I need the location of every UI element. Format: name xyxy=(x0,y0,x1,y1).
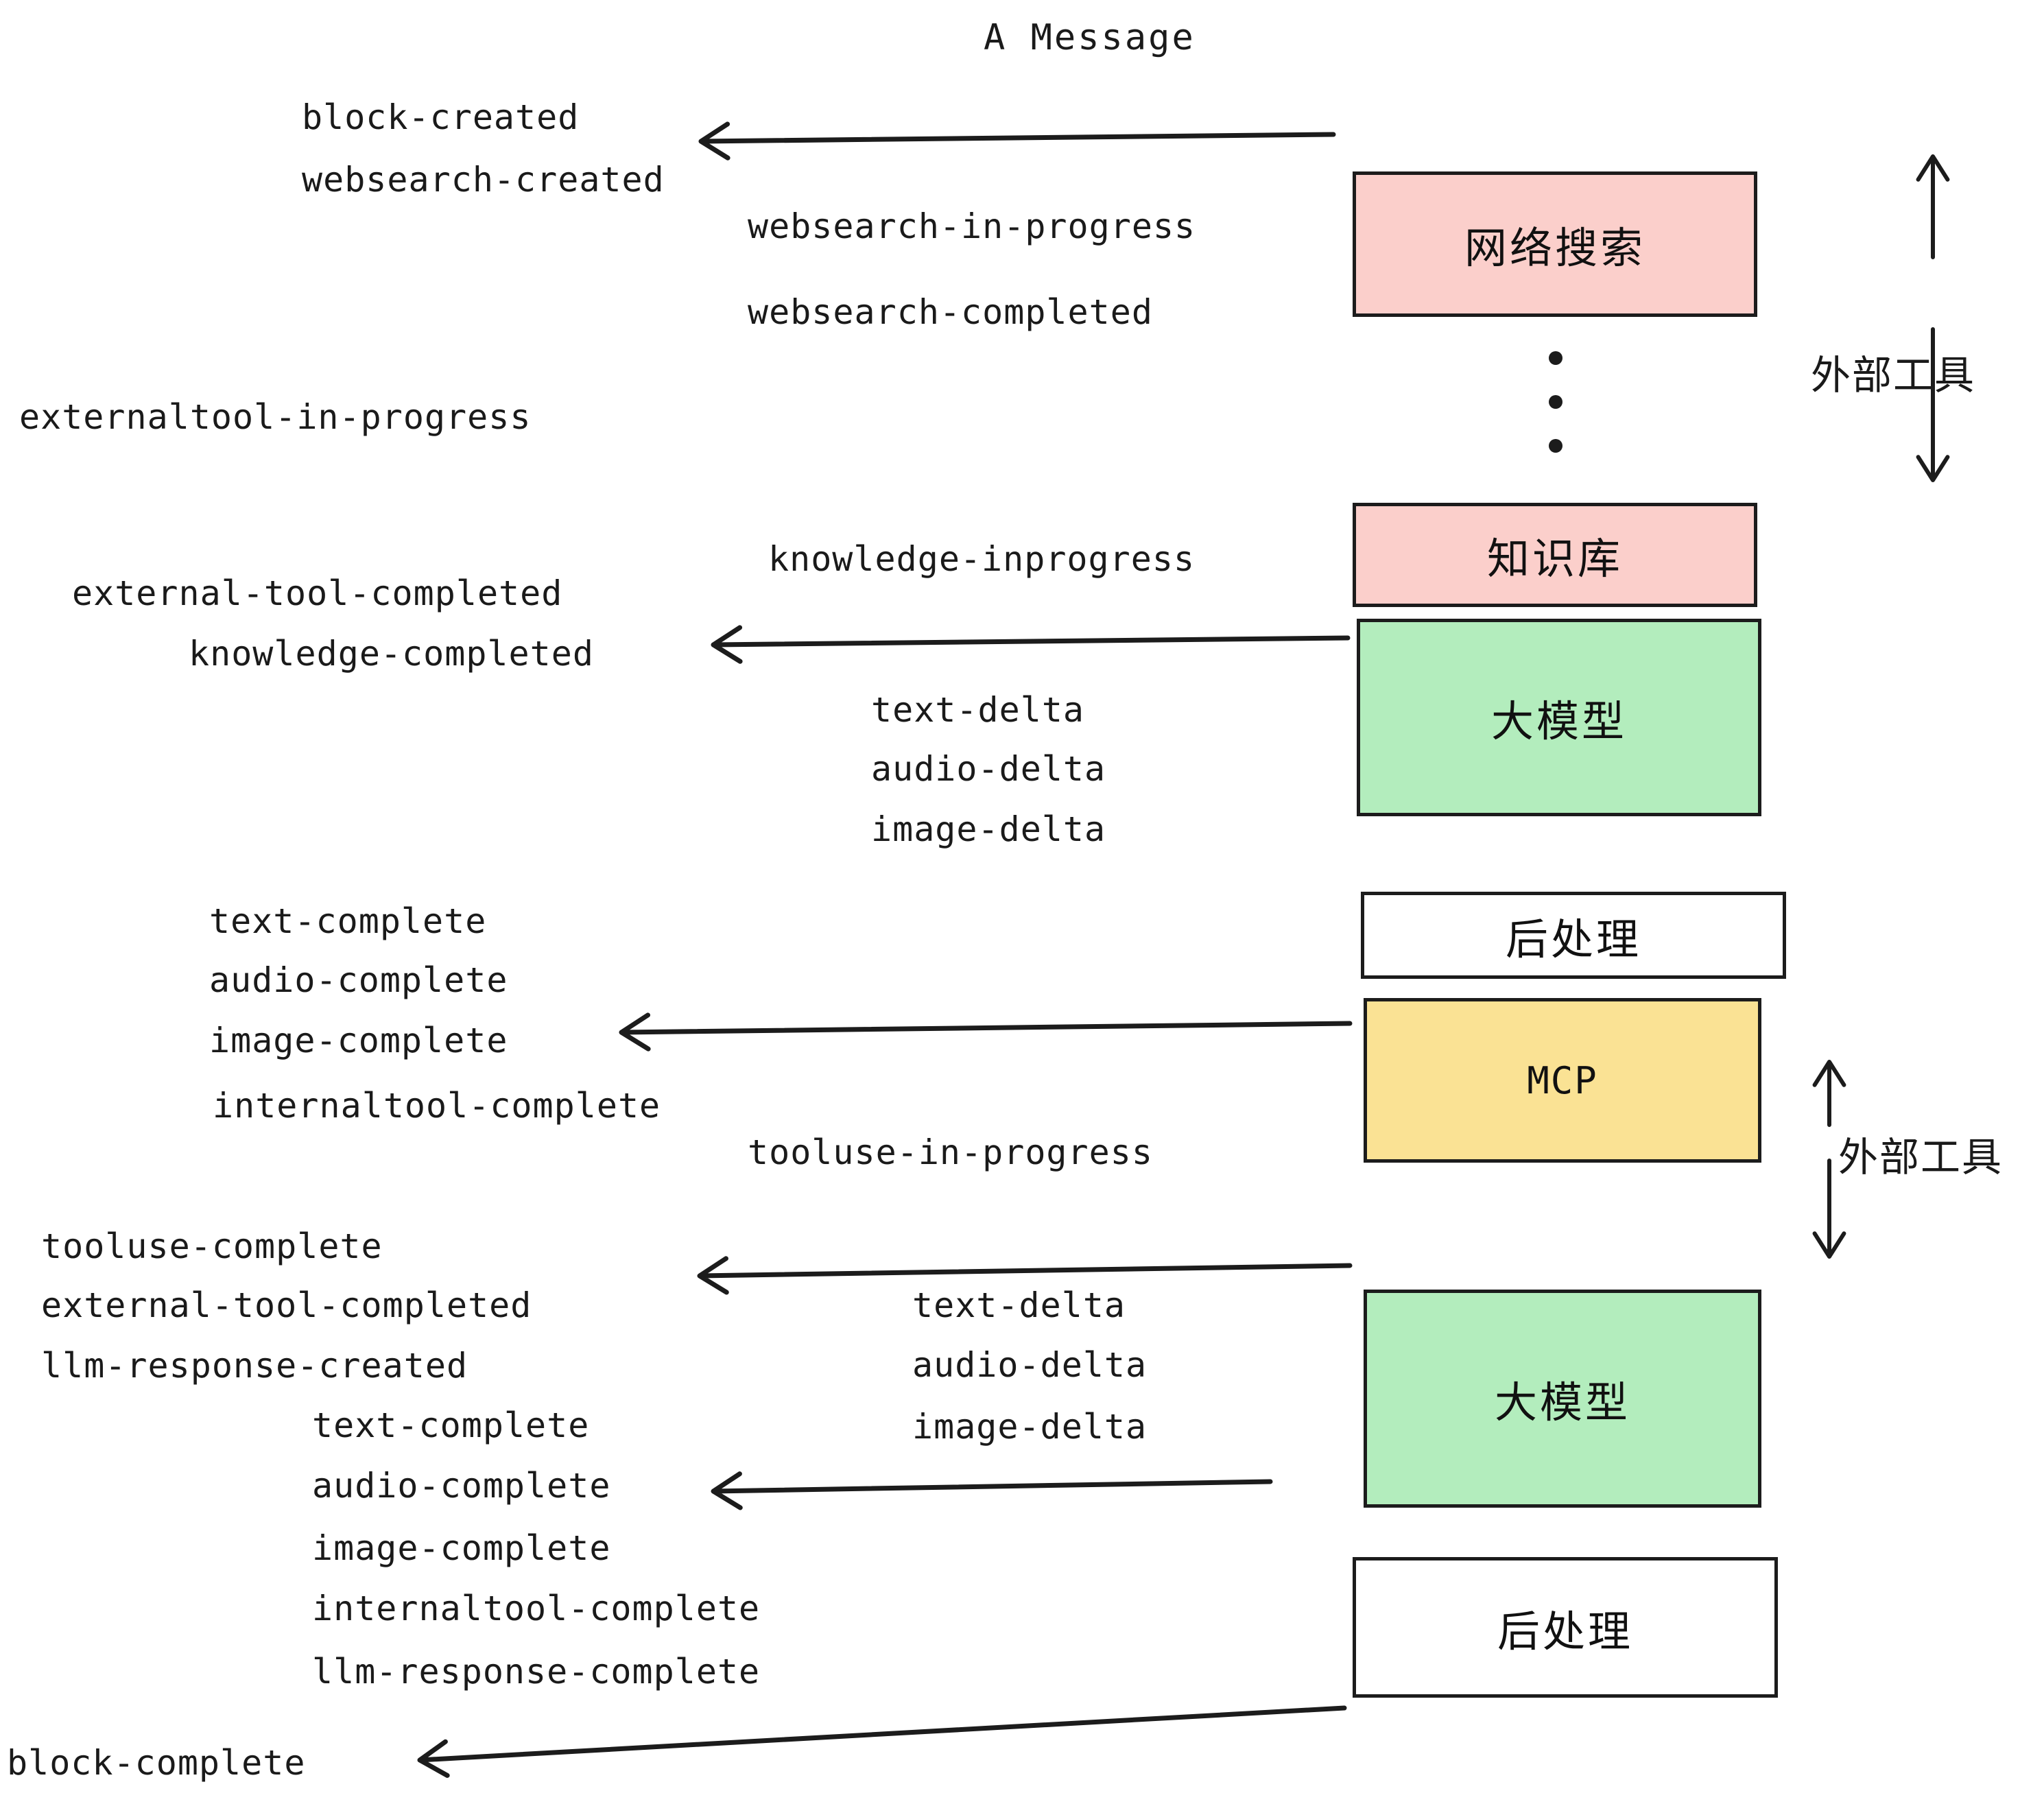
node-postprocess-1: 后处理 xyxy=(1361,892,1786,979)
event-label-external-tool-completed-2: external-tool-completed xyxy=(41,1285,532,1325)
event-label-llm-response-complete: llm-response-complete xyxy=(312,1652,761,1692)
event-label-audio-delta-1: audio-delta xyxy=(871,749,1106,789)
node-websearch: 网络搜索 xyxy=(1353,171,1757,317)
event-label-internaltool-complete-1: internaltool-complete xyxy=(213,1086,661,1126)
ellipsis-dot xyxy=(1549,351,1562,365)
page-title: A Message xyxy=(984,17,1196,58)
side-label-external-tool-bottom: 外部工具 xyxy=(1838,1134,2004,1180)
event-label-audio-delta-2: audio-delta xyxy=(912,1345,1148,1385)
event-label-audio-complete-2: audio-complete xyxy=(312,1466,611,1506)
node-label-knowledge: 知识库 xyxy=(1486,534,1623,584)
arrow-image-complete xyxy=(619,1012,1353,1052)
event-label-text-delta-1: text-delta xyxy=(871,690,1085,730)
event-label-tooluse-complete: tooluse-complete xyxy=(41,1226,383,1266)
event-label-websearch-completed: websearch-completed xyxy=(748,292,1153,332)
event-label-knowledge-completed: knowledge-completed xyxy=(189,634,594,674)
event-label-websearch-in-progress: websearch-in-progress xyxy=(748,206,1196,246)
arrow-up-external-tool-bottom xyxy=(1812,1060,1846,1127)
event-label-internaltool-complete-2: internaltool-complete xyxy=(312,1589,761,1628)
arrow-audio-complete xyxy=(711,1471,1273,1510)
node-label-postprocess-2: 后处理 xyxy=(1497,1606,1633,1657)
arrow-up-external-tool-top xyxy=(1916,154,1950,259)
event-label-text-delta-2: text-delta xyxy=(912,1285,1126,1325)
node-mcp: MCP xyxy=(1364,998,1761,1163)
event-label-llm-response-created: llm-response-created xyxy=(41,1346,468,1386)
arrow-block-complete xyxy=(417,1705,1347,1778)
ellipsis-dot xyxy=(1549,439,1562,453)
node-label-mcp: MCP xyxy=(1527,1058,1598,1102)
side-label-external-tool-top: 外部工具 xyxy=(1811,352,1976,399)
event-label-text-complete-2: text-complete xyxy=(312,1405,590,1445)
vertical-ellipsis xyxy=(1549,351,1562,453)
node-knowledge: 知识库 xyxy=(1353,503,1757,607)
arrow-block-created xyxy=(698,121,1336,161)
event-label-external-tool-completed-1: external-tool-completed xyxy=(72,573,563,613)
node-llm-2: 大模型 xyxy=(1364,1290,1761,1508)
event-label-text-complete-1: text-complete xyxy=(209,901,487,941)
event-label-websearch-created: websearch-created xyxy=(302,160,665,200)
node-label-llm-1: 大模型 xyxy=(1490,696,1627,746)
node-postprocess-2: 后处理 xyxy=(1353,1557,1778,1698)
node-label-llm-2: 大模型 xyxy=(1494,1377,1630,1427)
event-label-tooluse-in-progress: tooluse-in-progress xyxy=(748,1132,1153,1172)
event-label-audio-complete-1: audio-complete xyxy=(209,960,508,1000)
node-label-postprocess-1: 后处理 xyxy=(1505,914,1641,964)
event-label-externaltool-in-progress: externaltool-in-progress xyxy=(19,397,532,437)
event-label-image-delta-1: image-delta xyxy=(871,809,1106,849)
event-label-image-complete-1: image-complete xyxy=(209,1021,508,1060)
arrow-knowledge-completed xyxy=(711,625,1351,664)
ellipsis-dot xyxy=(1549,395,1562,409)
event-label-knowledge-inprogress: knowledge-inprogress xyxy=(768,539,1196,579)
event-label-image-delta-2: image-delta xyxy=(912,1407,1148,1447)
event-label-block-created: block-created xyxy=(302,97,580,137)
event-label-image-complete-2: image-complete xyxy=(312,1528,611,1568)
node-label-websearch: 网络搜索 xyxy=(1464,223,1645,273)
node-llm-1: 大模型 xyxy=(1357,619,1761,816)
event-label-block-complete: block-complete xyxy=(7,1743,306,1783)
